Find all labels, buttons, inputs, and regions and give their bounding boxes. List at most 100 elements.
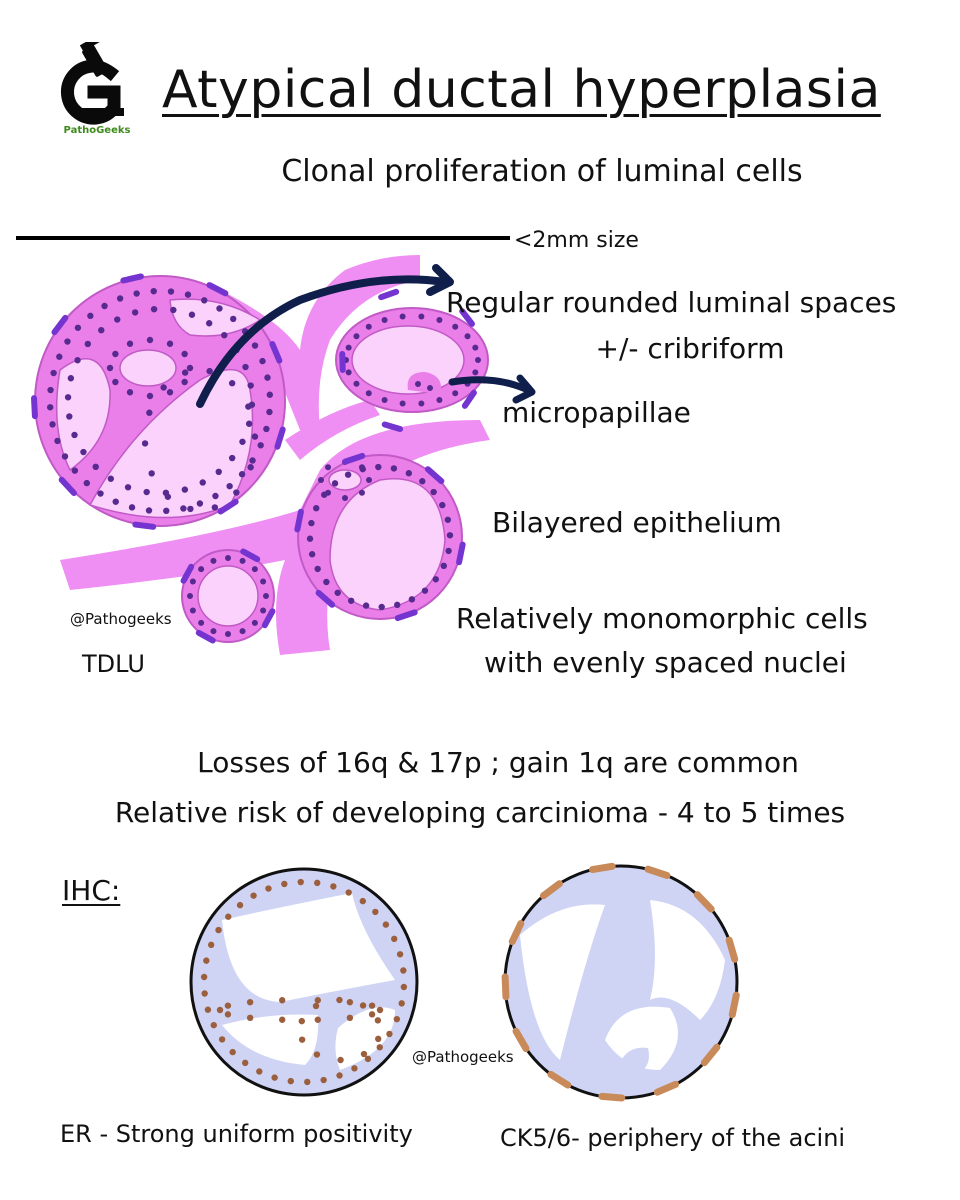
nucleus <box>366 477 372 483</box>
nucleus <box>225 631 231 637</box>
myoepithelial-cell <box>342 452 366 465</box>
er-positive-nucleus <box>210 1021 217 1029</box>
nucleus <box>249 457 256 464</box>
nucleus <box>345 369 352 376</box>
er-positive-nucleus <box>400 967 407 974</box>
fact-genetics: Losses of 16q & 17p ; gain 1q are common <box>197 746 799 779</box>
nucleus <box>264 374 271 381</box>
nucleus <box>325 464 332 471</box>
er-positive-nucleus <box>204 1006 212 1013</box>
myoepithelial-cell <box>456 541 466 566</box>
myoepithelial-cell <box>459 308 475 327</box>
nucleus <box>225 555 231 561</box>
nucleus <box>141 440 149 447</box>
nucleus <box>181 350 188 358</box>
myoepithelial-cell <box>180 563 195 584</box>
nucleus <box>210 628 217 635</box>
nucleus <box>215 468 222 476</box>
nucleus <box>378 603 385 611</box>
nucleus <box>318 477 324 483</box>
nucleus <box>87 312 94 320</box>
fact-risk: Relative risk of developing carcinioma -… <box>114 796 846 829</box>
nucleus <box>375 463 382 471</box>
nucleus <box>210 557 217 564</box>
nucleus <box>188 311 196 318</box>
ck56-stain-mark <box>588 862 616 874</box>
myoepithelial-cell <box>274 426 286 450</box>
nucleus <box>266 408 273 416</box>
nucleus <box>353 333 360 340</box>
nucleus <box>221 331 228 339</box>
nucleus <box>166 340 174 347</box>
nucleus <box>83 479 90 487</box>
nucleus <box>390 465 398 472</box>
nucleus <box>148 470 155 477</box>
caption-er: ER - Strong uniform positivity <box>60 1120 413 1148</box>
nucleus <box>308 519 315 527</box>
duct-upper-right <box>335 288 489 432</box>
ck56-stain-mark <box>598 1092 626 1102</box>
nucleus <box>212 492 219 500</box>
nucleus <box>80 448 87 456</box>
ihc-ck-acinus <box>501 862 740 1102</box>
watermark-2: @Pathogeeks <box>412 1048 514 1066</box>
er-positive-nucleus <box>304 1078 311 1086</box>
nucleus <box>71 431 78 439</box>
myoepithelial-cell <box>51 314 69 336</box>
nucleus <box>452 390 459 397</box>
er-positive-nucleus <box>207 941 215 949</box>
duct-small <box>180 548 276 644</box>
nucleus <box>308 551 316 558</box>
nucleus <box>46 404 54 411</box>
nucleus <box>74 357 81 364</box>
er-nuclei <box>200 878 408 1086</box>
pathogeeks-logo <box>60 42 124 125</box>
er-positive-nucleus <box>376 1006 384 1014</box>
er-positive-nucleus <box>400 983 408 991</box>
nucleus <box>257 442 264 449</box>
nucleus <box>74 324 82 331</box>
nucleus <box>189 607 196 614</box>
nucleus <box>247 382 254 389</box>
nucleus <box>347 597 355 604</box>
er-positive-nucleus <box>256 1068 263 1075</box>
nucleus <box>419 478 426 485</box>
nucleus <box>206 367 213 375</box>
ck56-stain-mark <box>728 991 740 1019</box>
myoepithelial-cell <box>206 282 229 297</box>
nucleus <box>239 438 246 445</box>
page-title: Atypical ductal hyperplasia <box>162 60 881 120</box>
label-luminal-spaces: Regular rounded luminal spaces <box>446 286 897 319</box>
myoepithelial-cell <box>461 389 477 409</box>
nucleus <box>251 342 259 349</box>
er-positive-nucleus <box>200 973 208 981</box>
nucleus <box>112 498 119 505</box>
nucleus <box>71 467 79 474</box>
nucleus <box>472 369 479 376</box>
er-positive-nucleus <box>376 1044 383 1051</box>
er-positive-nucleus <box>368 1011 376 1018</box>
nucleus <box>432 576 439 583</box>
nucleus <box>418 313 425 320</box>
nucleus <box>342 495 348 501</box>
nucleus <box>381 316 388 323</box>
ck56-stain-mark <box>539 880 563 900</box>
ck56-stain-mark <box>693 891 715 913</box>
nuclei-upper-right <box>343 313 481 407</box>
nucleus <box>345 344 352 351</box>
nucleus <box>418 400 425 407</box>
nucleus <box>239 557 246 564</box>
myoepithelial-cell <box>195 629 216 644</box>
er-positive-nucleus <box>297 878 304 886</box>
nucleus <box>381 397 388 404</box>
er-positive-nucleus <box>359 897 367 905</box>
er-positive-nucleus <box>281 880 288 888</box>
er-positive-nucleus <box>364 1055 372 1063</box>
er-positive-nucleus <box>314 879 321 887</box>
nucleus <box>146 392 154 400</box>
er-positive-nucleus <box>246 998 254 1006</box>
nucleus <box>170 306 177 314</box>
nucleus <box>472 344 479 351</box>
nucleus <box>146 409 153 416</box>
nucleus <box>306 535 314 542</box>
